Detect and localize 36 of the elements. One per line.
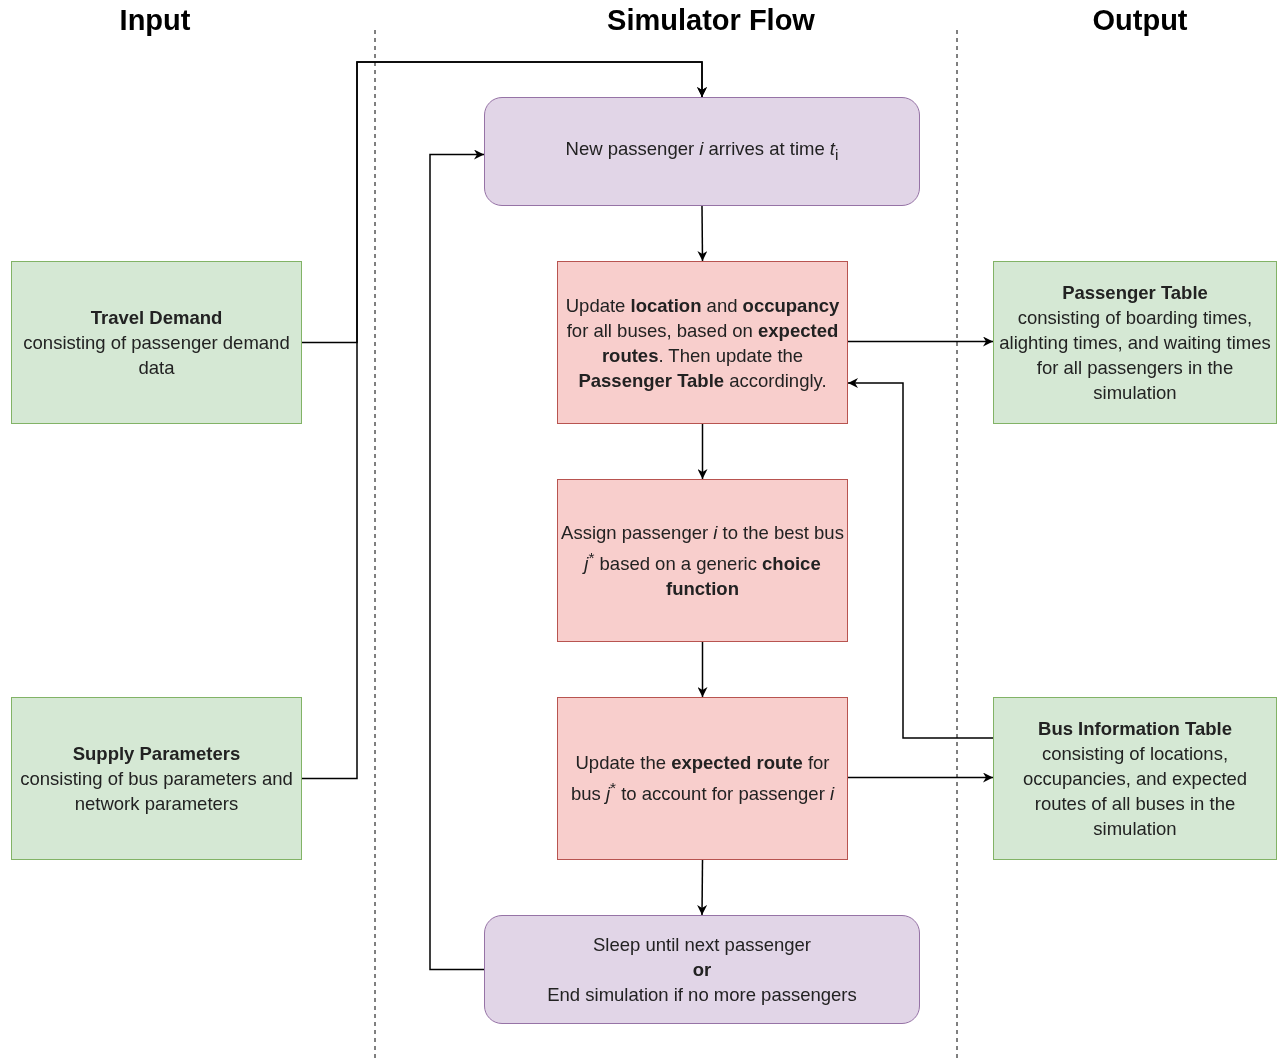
box-heading: Bus Information Table [1038,717,1232,741]
process-text: End simulation if no more passengers [547,983,857,1007]
process-text: Assign passenger i to the best bus j$^{*}$ based on a generic choice function [561,520,844,602]
box-description: consisting of bus parameters and network parameters [19,767,294,816]
box-description: consisting of locations, occupancies, and expected routes of all buses in the simulation [1021,742,1249,841]
input-box [11,261,302,424]
arrow [301,61,707,780]
process-text: New passenger i arrives at time t$_{i}$ [565,137,839,165]
input-box [11,697,302,860]
box-description: consisting of boarding times, alighting times, and waiting times for all passengers in the simulation [998,306,1272,405]
column-heading: Input [119,4,191,37]
column-heading: Output [1092,4,1188,37]
arrow [697,205,708,262]
box-heading: Passenger Table [1062,281,1208,305]
output-box [993,697,1277,860]
process-text: Sleep until next passenger [592,933,811,957]
arrow [847,336,994,347]
arrow [697,641,708,698]
arrow [697,859,708,916]
arrow [847,378,994,739]
arrow [847,772,994,783]
process-box [484,97,920,206]
arrow [429,149,485,971]
output-box [993,261,1277,424]
connector-word: or [692,958,712,982]
box-heading: Travel Demand [90,306,223,330]
box-description: consisting of passenger demand data [22,331,291,380]
process-box [557,697,848,860]
process-box [484,915,920,1024]
process-text: Update location and occupancy for all buses, based on expected routes. Then update the Passenger Table accordingly. [564,293,841,393]
column-heading: Simulator Flow [607,4,815,37]
process-box [557,479,848,642]
box-heading: Supply Parameters [72,742,241,766]
arrow [697,423,708,480]
process-box [557,261,848,424]
process-text: Update the expected route for bus j$^{*}$ to account for passenger i [569,751,836,807]
